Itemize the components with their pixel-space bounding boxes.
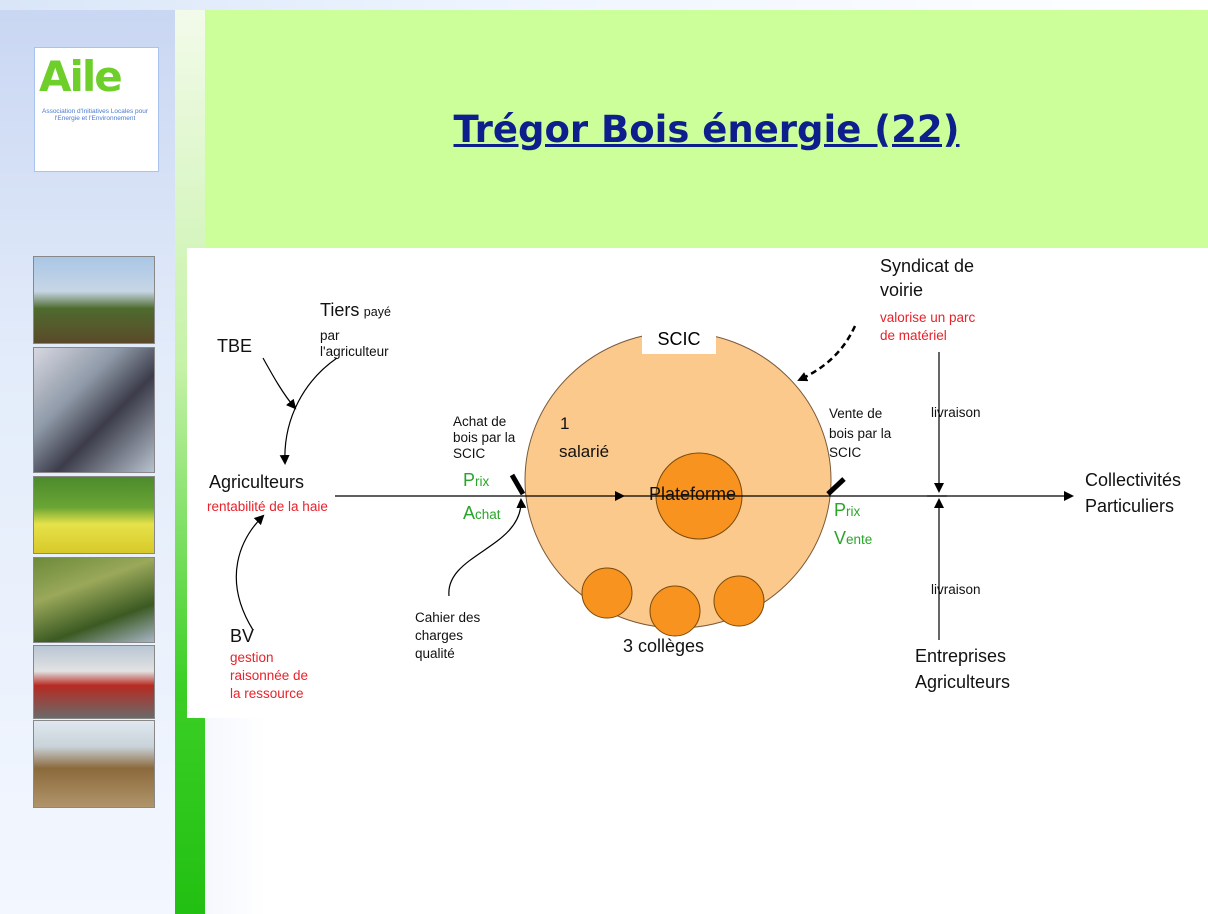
tiers-paye-text: payé: [363, 305, 391, 319]
vente-word-label: Vente: [834, 528, 872, 549]
prix-vente-rest: rix: [846, 504, 861, 519]
wood-shed-photo: [33, 720, 155, 808]
plateforme-label: Plateforme: [649, 484, 737, 504]
valorise-line-2: de matériel: [880, 328, 947, 343]
achat-initial: A: [463, 503, 476, 523]
vente-line-1: Vente de: [829, 406, 883, 421]
achat-tick: [509, 473, 526, 496]
barn-tractor-photo: [33, 645, 155, 719]
rentabilite-note: rentabilité de la haie: [207, 499, 328, 514]
livraison-bottom-label: livraison: [931, 582, 981, 597]
cahier-arrow: [448, 498, 527, 597]
prix-vente-initial: P: [834, 500, 847, 520]
tbe-label: TBE: [217, 336, 253, 356]
valorise-line-1: valorise un parc: [880, 310, 976, 325]
achat-line-1: Achat de: [453, 414, 507, 429]
vente-line-3: SCIC: [829, 445, 862, 460]
hedge-trees-photo: [33, 557, 155, 643]
cahier-line-1: Cahier des: [415, 610, 481, 625]
college-circle-2: [649, 585, 701, 637]
collectivites-label: Collectivités: [1085, 470, 1182, 490]
aile-logo: Aile Association d'Initiatives Locales p…: [34, 47, 159, 172]
prix-vente-label: Prix: [834, 500, 860, 521]
syndicat-line-1: Syndicat de: [880, 256, 975, 276]
achat-rest: chat: [475, 507, 501, 522]
colleges-label: 3 collèges: [623, 636, 705, 656]
salarie-word: salarié: [559, 442, 610, 461]
achat-line-3: SCIC: [453, 446, 486, 461]
bv-arrow: [235, 514, 265, 631]
diagram-shapes: [235, 325, 1074, 640]
achat-word-label: Achat: [463, 503, 501, 524]
slide-title: Trégor Bois énergie (22): [453, 108, 960, 151]
bv-note-2: raisonnée de: [230, 668, 309, 683]
salarie-count: 1: [560, 414, 570, 433]
prix-achat-label: Prix: [463, 470, 489, 491]
vente-initial: V: [834, 528, 847, 548]
syndicat-dashed-arrow: [797, 325, 857, 382]
tiers-label: Tiers payé: [320, 300, 391, 321]
cahier-line-3: qualité: [415, 646, 455, 661]
particuliers-label: Particuliers: [1085, 496, 1175, 516]
tiers-text: Tiers: [320, 300, 360, 320]
tiers-line-agriculteur: l'agriculteur: [320, 344, 389, 359]
achat-line-2: bois par la: [453, 430, 516, 445]
vente-tick: [826, 477, 846, 496]
tiers-curve-arrow: [279, 357, 338, 465]
logo-subtitle: Association d'Initiatives Locales pour l…: [41, 108, 149, 122]
scic-title: SCIC: [642, 324, 716, 354]
cahier-line-2: charges: [415, 628, 464, 643]
entreprises-label: Entreprises: [915, 646, 1007, 666]
college-circle-1: [581, 567, 633, 619]
livraison-top-label: livraison: [931, 405, 981, 420]
flow-diagram: TBE Tiers payé par l'agriculteur Agricul…: [187, 248, 1208, 718]
college-circle-3: [713, 575, 765, 627]
prix-achat-rest: rix: [475, 474, 490, 489]
farm-harvest-photo: [33, 256, 155, 344]
tbe-arrow: [262, 357, 297, 410]
prix-achat-initial: P: [463, 470, 476, 490]
bv-note-1: gestion: [230, 650, 274, 665]
crop-field-photo: [33, 476, 155, 554]
worker-photo: [33, 347, 155, 473]
logo-mark: Aile: [39, 52, 123, 101]
agriculteurs2-label: Agriculteurs: [915, 672, 1011, 692]
bv-note-3: la ressource: [230, 686, 304, 701]
syndicat-line-2: voirie: [880, 280, 924, 300]
tiers-line-par: par: [320, 328, 340, 343]
vente-rest: ente: [846, 532, 873, 547]
title-band: Trégor Bois énergie (22): [0, 0, 1208, 248]
agriculteurs-label: Agriculteurs: [209, 472, 305, 492]
vente-line-2: bois par la: [829, 426, 892, 441]
bv-label: BV: [230, 626, 255, 646]
